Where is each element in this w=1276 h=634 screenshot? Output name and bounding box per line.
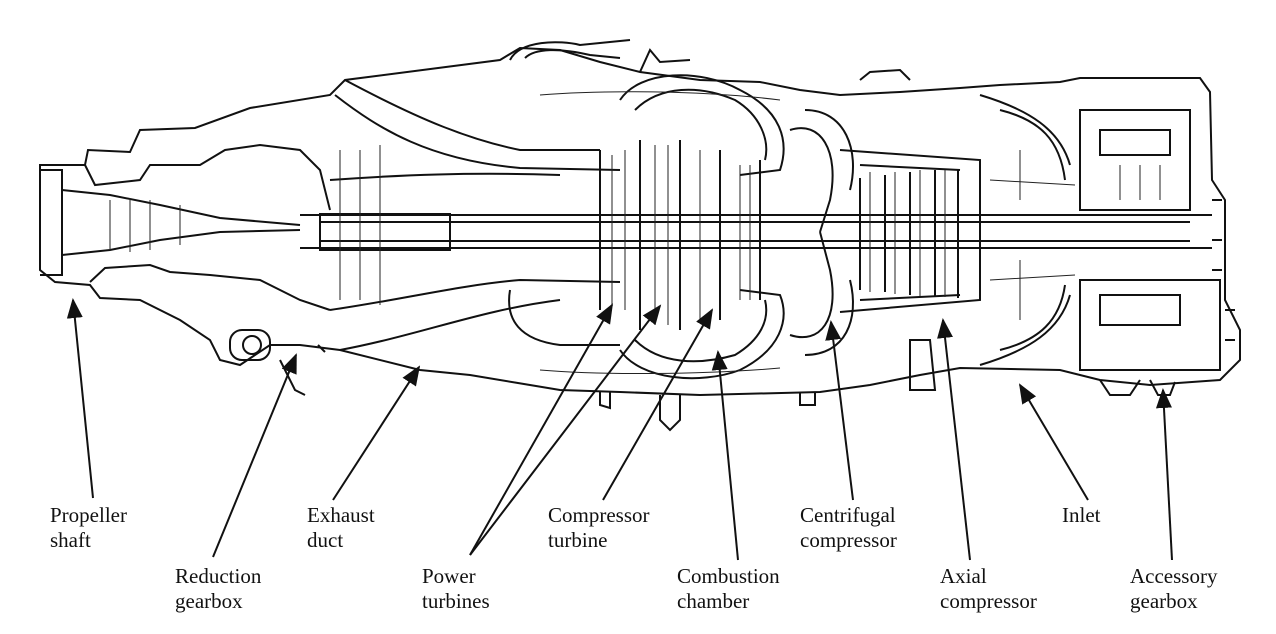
arrow-propeller-shaft	[66, 298, 94, 499]
engine-detail-strokes	[109, 91, 1161, 375]
arrow-exhaust-duct	[332, 365, 421, 501]
arrow-axial-compressor	[937, 318, 971, 561]
engine-casing	[39, 39, 1241, 432]
arrow-power-turbine-1	[469, 303, 613, 556]
arrow-power-turbine-2	[469, 304, 662, 556]
arrow-combustion-chamber	[711, 350, 739, 561]
arrow-accessory-gearbox	[1155, 388, 1173, 561]
arrow-compressor-turbine	[602, 308, 713, 501]
arrow-centrifugal-compressor	[825, 320, 854, 501]
arrow-inlet	[1018, 383, 1089, 501]
arrow-reduction-gearbox	[212, 353, 297, 558]
label-inlet: Inlet	[1062, 503, 1101, 527]
callout-arrows	[66, 298, 1173, 561]
